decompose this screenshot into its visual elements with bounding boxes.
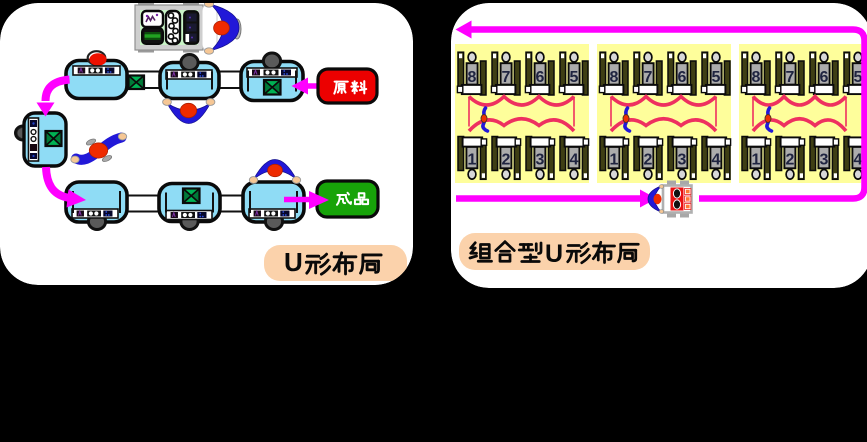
svg-text:5: 5 [854, 69, 863, 86]
svg-text:6: 6 [678, 69, 687, 86]
svg-text:3: 3 [536, 152, 545, 169]
svg-text:1: 1 [752, 152, 761, 169]
svg-text:1: 1 [468, 152, 477, 169]
svg-text:U: U [545, 240, 563, 268]
svg-text:4: 4 [712, 152, 721, 169]
svg-text:7: 7 [502, 69, 511, 86]
svg-text:5: 5 [712, 69, 721, 86]
svg-text:2: 2 [644, 152, 653, 169]
svg-text:1: 1 [610, 152, 619, 169]
svg-text:2: 2 [786, 152, 795, 169]
svg-text:4: 4 [570, 152, 579, 169]
svg-text:2: 2 [502, 152, 511, 169]
svg-text:7: 7 [786, 69, 795, 86]
svg-text:U: U [284, 247, 303, 277]
svg-text:8: 8 [468, 69, 477, 86]
svg-text:5: 5 [570, 69, 579, 86]
svg-text:8: 8 [752, 69, 761, 86]
svg-text:4: 4 [854, 152, 863, 169]
svg-text:7: 7 [644, 69, 653, 86]
svg-text:8: 8 [610, 69, 619, 86]
svg-text:6: 6 [536, 69, 545, 86]
svg-text:3: 3 [678, 152, 687, 169]
svg-text:3: 3 [820, 152, 829, 169]
svg-text:6: 6 [820, 69, 829, 86]
